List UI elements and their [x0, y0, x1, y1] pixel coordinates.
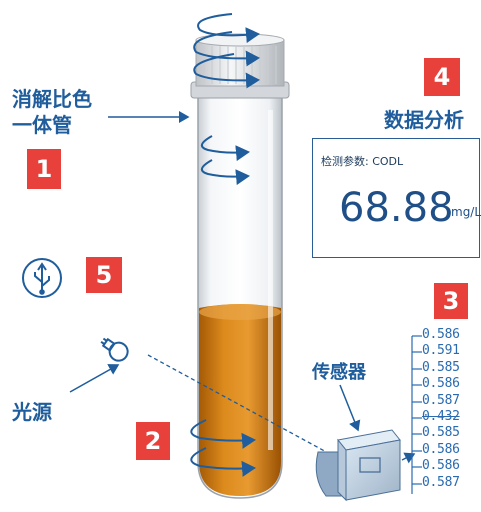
- test-tube: [197, 95, 283, 499]
- readings-list: 0.586 0.591 0.585 0.586 0.587 0.432 0.58…: [422, 327, 480, 491]
- usb-icon: [22, 258, 62, 298]
- sensor-label: 传感器: [312, 362, 366, 383]
- badge-5: 5: [86, 257, 122, 293]
- reading-item: 0.591: [422, 343, 460, 359]
- tube-cap: [190, 33, 290, 99]
- measurement-unit: mg/L: [451, 205, 481, 219]
- rotation-arrow-icon: [201, 135, 250, 186]
- rotation-arrow-icon: [193, 13, 260, 89]
- badge-2: 2: [136, 422, 170, 460]
- tube-label-line2: 一体管: [12, 113, 72, 137]
- sensor-box-icon: [315, 429, 401, 502]
- reading-item: 0.587: [422, 392, 460, 408]
- readings-bracket: [411, 335, 422, 494]
- reading-item: 0.587: [422, 474, 460, 490]
- tube-label: 消解比色 一体管: [12, 86, 92, 138]
- rotation-arrow-icon: [190, 419, 256, 477]
- reading-item: 0.586: [422, 376, 460, 392]
- data-panel: 检测参数: CODL 68.88 mg/L: [312, 138, 481, 258]
- sensor-pointer-arrow: [339, 384, 361, 432]
- reading-item: 0.586: [422, 441, 460, 457]
- reading-item: 0.585: [422, 425, 460, 441]
- reading-item: 0.586: [422, 458, 460, 474]
- reading-item: 0.585: [422, 359, 460, 375]
- reading-item: 0.586: [422, 327, 460, 342]
- badge-1: 1: [27, 149, 61, 189]
- badge-3: 3: [434, 283, 468, 319]
- measurement-value: 68.88: [339, 185, 454, 231]
- light-source-label: 光源: [12, 400, 52, 424]
- light-bulb-icon: [100, 337, 129, 362]
- param-label: 检测参数: CODL: [321, 155, 404, 168]
- liquid: [199, 304, 281, 496]
- data-analysis-label: 数据分析: [384, 108, 464, 132]
- reading-item-outlier: 0.432: [422, 408, 460, 424]
- badge-4: 4: [424, 58, 460, 96]
- tube-label-line1: 消解比色: [12, 87, 92, 111]
- light-pointer-arrow: [69, 364, 120, 393]
